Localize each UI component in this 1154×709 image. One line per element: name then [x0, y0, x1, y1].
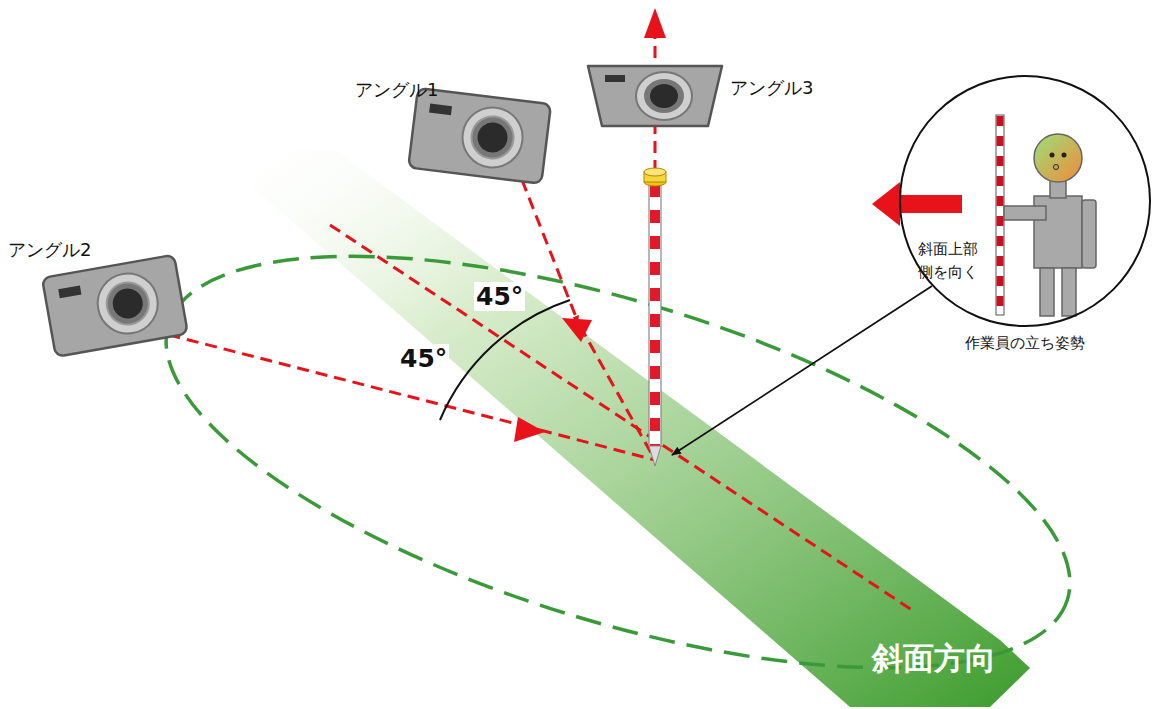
camera-label: アングル1 [355, 78, 438, 102]
leader-line [672, 286, 932, 455]
range-ellipse [122, 172, 1114, 709]
band-shape [200, 148, 1035, 709]
angle-label: 45° [398, 344, 449, 373]
inset-caption: 作業員の立ち姿勢 [965, 334, 1085, 353]
circle-outline [898, 74, 1152, 328]
slope-band: 斜面方向 [200, 148, 1035, 709]
angle-arc [440, 300, 570, 420]
range-pole [644, 168, 666, 466]
sight-line [580, 326, 655, 460]
camera-label: アングル3 [730, 76, 813, 100]
camera-icon [42, 255, 188, 357]
camera-icon [408, 88, 551, 184]
worker-figure [872, 115, 1096, 316]
band-label: 斜面方向 [872, 638, 996, 680]
inset-circle: 斜面上部 側を向く作業員の立ち姿勢 [898, 74, 1152, 328]
camera-label: アングル2 [8, 238, 91, 262]
slope-axis-line [330, 225, 915, 612]
sight-line [150, 330, 540, 430]
instruction-text: 斜面上部 側を向く [918, 238, 983, 283]
sight-line [540, 430, 655, 460]
camera-icon [588, 66, 722, 126]
band-polygon [210, 150, 1030, 707]
angle-label: 45° [474, 282, 525, 311]
